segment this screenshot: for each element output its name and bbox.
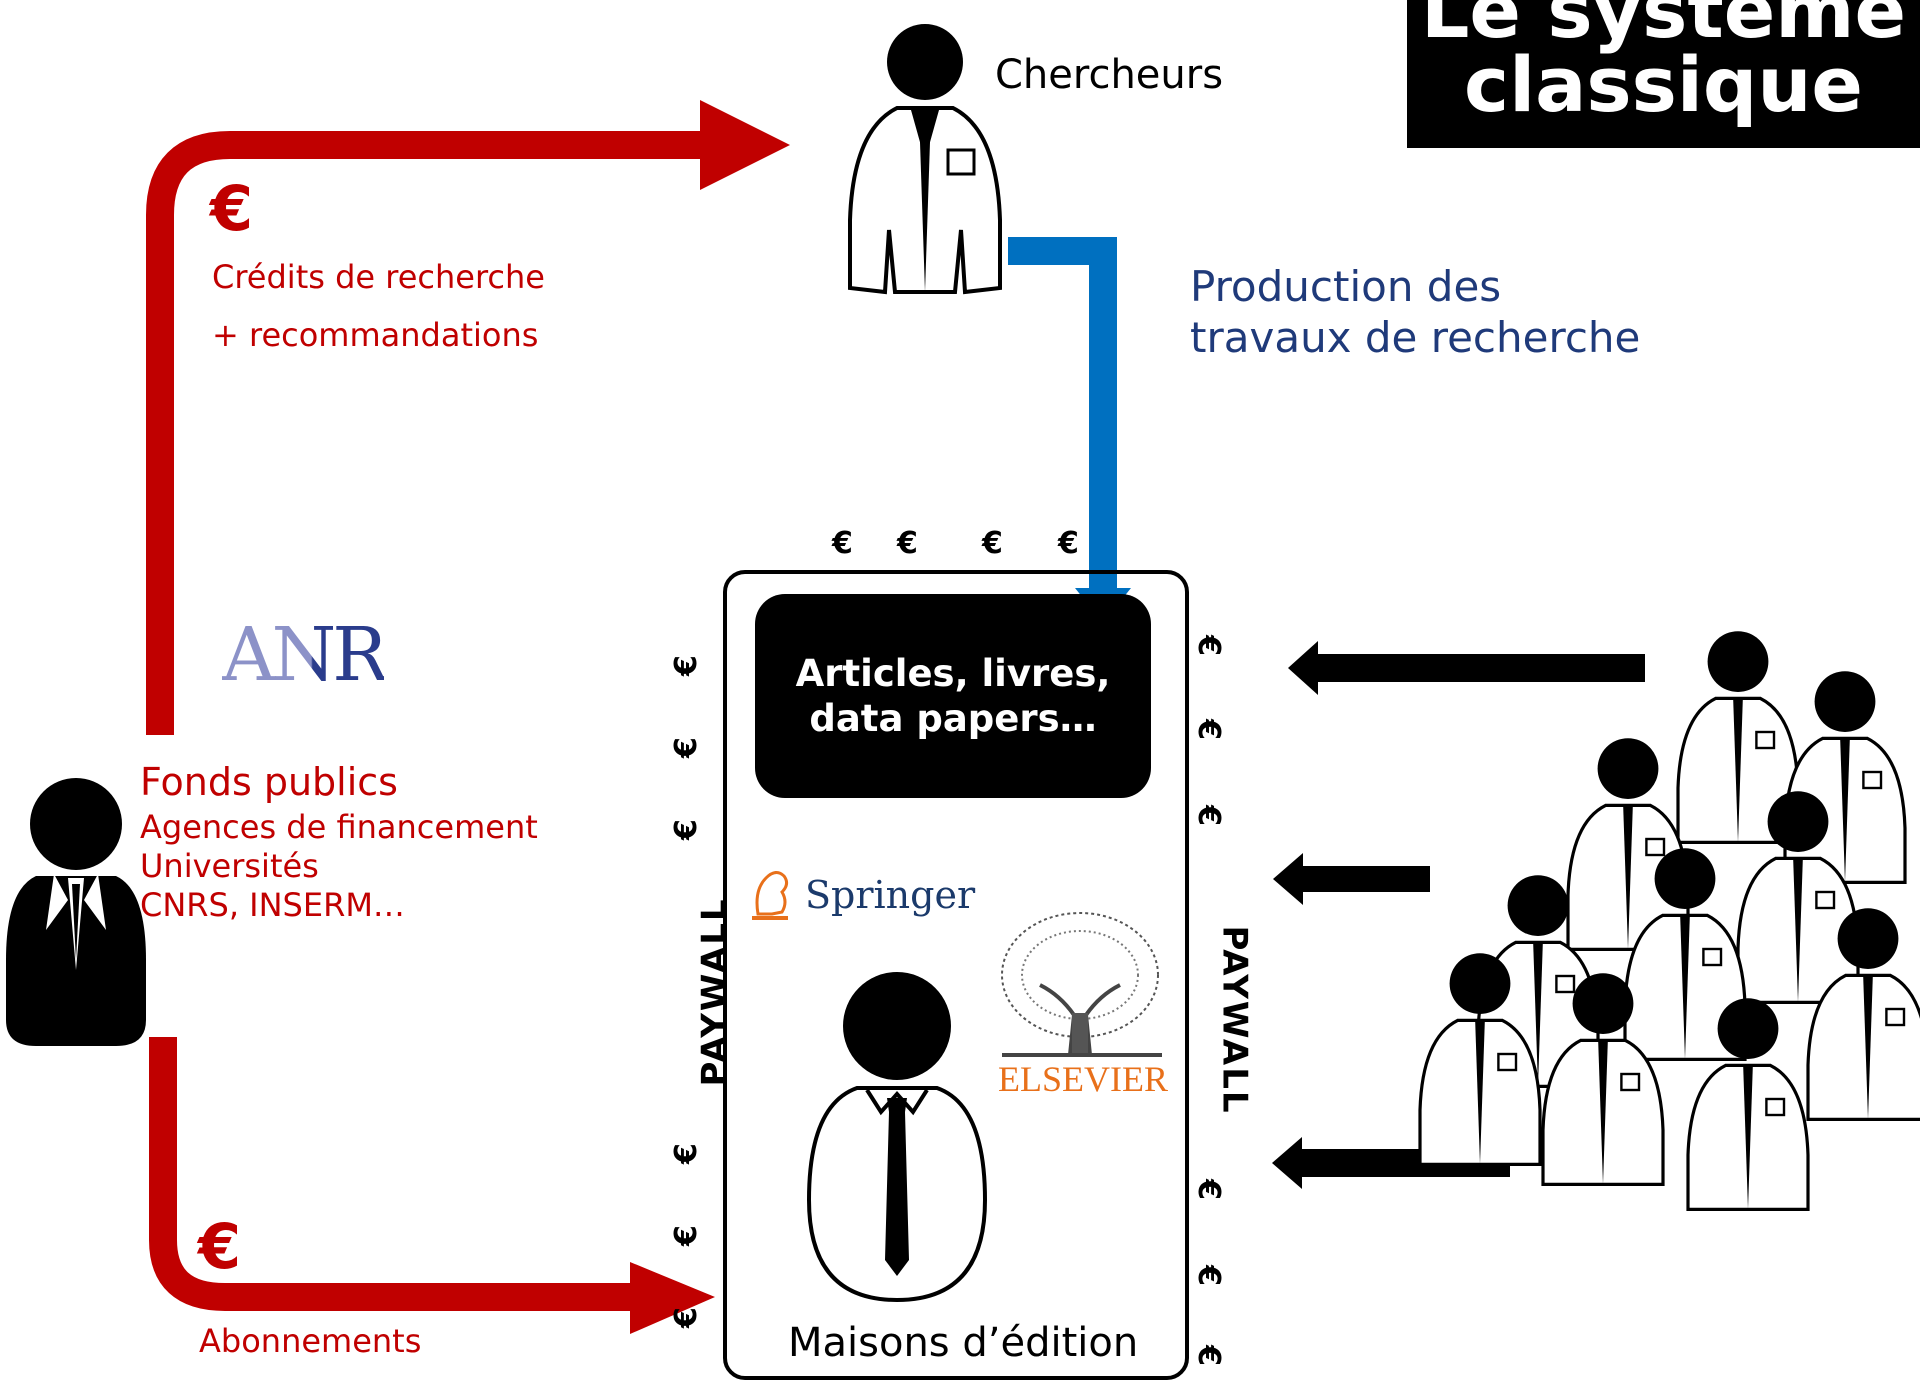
elsevier-logo: ELSEVIER xyxy=(998,1058,1168,1100)
subscriptions-label: Abonnements xyxy=(199,1322,422,1360)
subscriptions-arrow xyxy=(149,1037,650,1311)
credits-arrowhead xyxy=(700,100,790,190)
reader-arrow-1-shaft xyxy=(1315,654,1645,682)
reader-arrow-2-head xyxy=(1273,853,1303,905)
euro-coin-right-1: € xyxy=(1190,635,1226,656)
reader-arrow-3-head xyxy=(1272,1137,1302,1189)
production-line-1: Production des xyxy=(1190,262,1502,311)
euro-coin-left-3: € xyxy=(668,819,704,840)
springer-logo-text: Springer xyxy=(805,873,976,917)
publisher-icon xyxy=(806,972,988,1303)
euro-coin-left-2: € xyxy=(668,737,704,758)
researchers-label: Chercheurs xyxy=(995,52,1224,98)
credits-euro: € xyxy=(210,172,254,245)
recommendations-label: + recommandations xyxy=(212,316,539,354)
subscriptions-arrowhead xyxy=(630,1262,715,1334)
euro-coin-top-3: € xyxy=(982,526,1003,561)
elsevier-tree-icon xyxy=(1001,912,1162,1057)
production-line-2: travaux de recherche xyxy=(1190,313,1641,362)
paywall-left-label: PAYWALL xyxy=(694,897,735,1087)
public-funds-label: Fonds publics xyxy=(140,760,398,804)
publisher-label: Maisons d’édition xyxy=(788,1320,1139,1366)
paywall-right-label: PAYWALL xyxy=(1214,925,1255,1115)
publisher-frame xyxy=(723,570,1189,1380)
elsevier-logo-text: ELSEVIER xyxy=(998,1059,1168,1099)
reader-arrow-1-head xyxy=(1288,641,1318,695)
anr-logo-text: ANR xyxy=(222,612,388,698)
euro-coin-right-4: € xyxy=(1190,1179,1226,1200)
euro-coin-right-3: € xyxy=(1190,805,1226,826)
euro-coin-top-1: € xyxy=(832,526,853,561)
title-box: Le système classique xyxy=(1407,0,1920,148)
euro-coin-right-6: € xyxy=(1190,1345,1226,1366)
springer-horse-icon xyxy=(752,871,789,920)
euro-coin-left-5: € xyxy=(668,1225,704,1246)
euro-coin-top-4: € xyxy=(1058,526,1079,561)
credits-arrow xyxy=(146,131,710,735)
euro-coin-right-2: € xyxy=(1190,719,1226,740)
euro-coin-left-6: € xyxy=(668,1307,704,1328)
researchers-group-icon xyxy=(1418,631,1920,1212)
agencies-label: Agences de financement xyxy=(140,808,538,846)
title-line-1: Le système xyxy=(1420,0,1907,55)
researcher-icon xyxy=(848,24,1002,295)
springer-logo: Springer xyxy=(805,873,975,917)
articles-line-2: data papers… xyxy=(809,697,1097,740)
title-line-2: classique xyxy=(1464,40,1863,129)
anr-logo: ANR xyxy=(222,612,388,698)
institutes-label: CNRS, INSERM… xyxy=(140,886,405,924)
euro-coin-left-1: € xyxy=(668,655,704,676)
reader-arrow-2-shaft xyxy=(1300,866,1430,892)
euro-coin-left-4: € xyxy=(668,1143,704,1164)
euro-coin-right-5: € xyxy=(1190,1265,1226,1286)
subscriptions-euro: € xyxy=(198,1210,242,1283)
articles-box: Articles, livres, data papers… xyxy=(755,594,1151,798)
credits-label: Crédits de recherche xyxy=(212,258,545,296)
euro-coin-top-2: € xyxy=(897,526,918,561)
universities-label: Universités xyxy=(140,847,319,885)
funder-icon xyxy=(6,778,146,1046)
production-arrow xyxy=(1008,237,1117,590)
articles-line-1: Articles, livres, xyxy=(795,652,1111,695)
